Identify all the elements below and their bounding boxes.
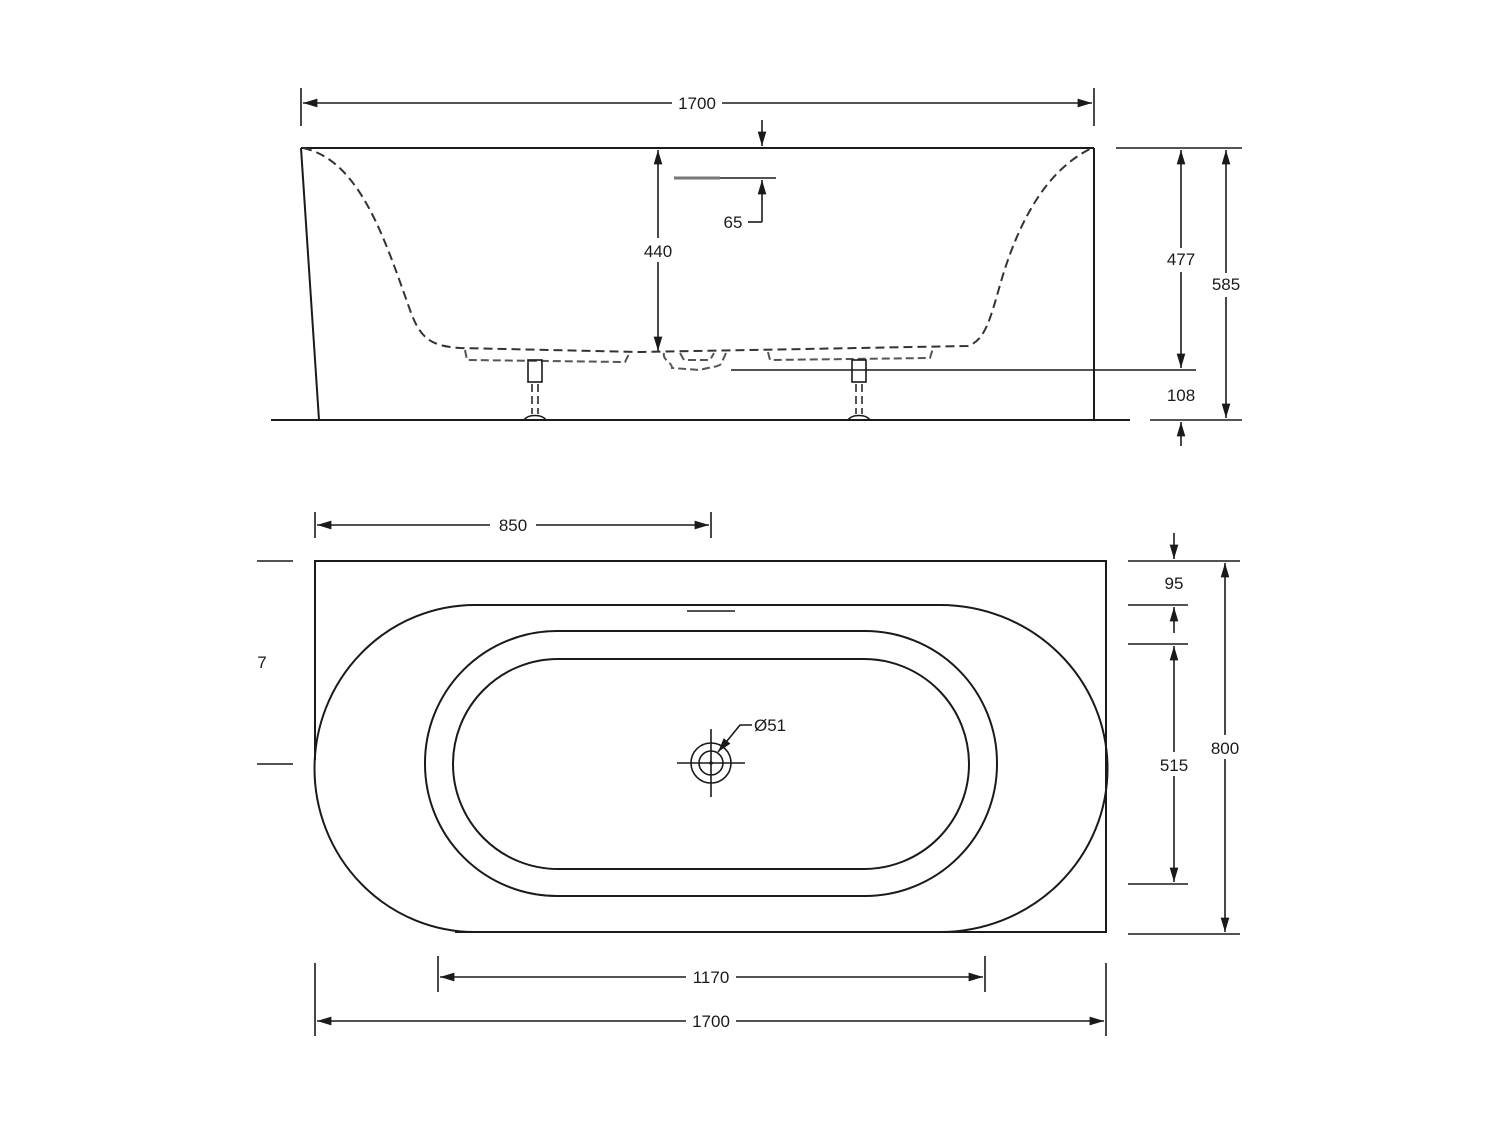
dim-drain-position: 850 (314, 512, 712, 538)
leg-right (847, 359, 871, 421)
dim-overflow: 65 (670, 120, 776, 232)
svg-text:800: 800 (1211, 739, 1239, 758)
svg-text:850: 850 (499, 516, 527, 535)
basin-profile (302, 147, 1093, 354)
dim-depth: 440 (638, 150, 678, 351)
svg-text:65: 65 (724, 213, 743, 232)
top-view: 850 7 Ø51 (257, 512, 1245, 1036)
dim-side-length: 1700 (300, 88, 1095, 126)
side-view: 1700 (271, 88, 1246, 446)
drain-icon: Ø51 (677, 716, 786, 797)
basin-inner-oval (452, 658, 970, 870)
svg-text:585: 585 (1212, 275, 1240, 294)
dim-label: 1700 (678, 94, 716, 113)
dim-lengths: 1170 1700 (314, 956, 1107, 1036)
svg-text:108: 108 (1167, 386, 1195, 405)
svg-text:515: 515 (1160, 756, 1188, 775)
basin-outer-oval (424, 630, 998, 897)
svg-text:440: 440 (644, 242, 672, 261)
svg-text:1700: 1700 (692, 1012, 730, 1031)
dim-heights: 477 585 108 (731, 147, 1246, 446)
svg-text:7: 7 (257, 653, 266, 672)
svg-text:1170: 1170 (693, 968, 730, 987)
rim-oval (313, 604, 1109, 933)
svg-text:Ø51: Ø51 (754, 716, 786, 735)
svg-text:95: 95 (1165, 574, 1184, 593)
svg-text:477: 477 (1167, 250, 1195, 269)
leg-left (523, 359, 547, 421)
dim-widths: 95 515 800 (1128, 533, 1245, 935)
